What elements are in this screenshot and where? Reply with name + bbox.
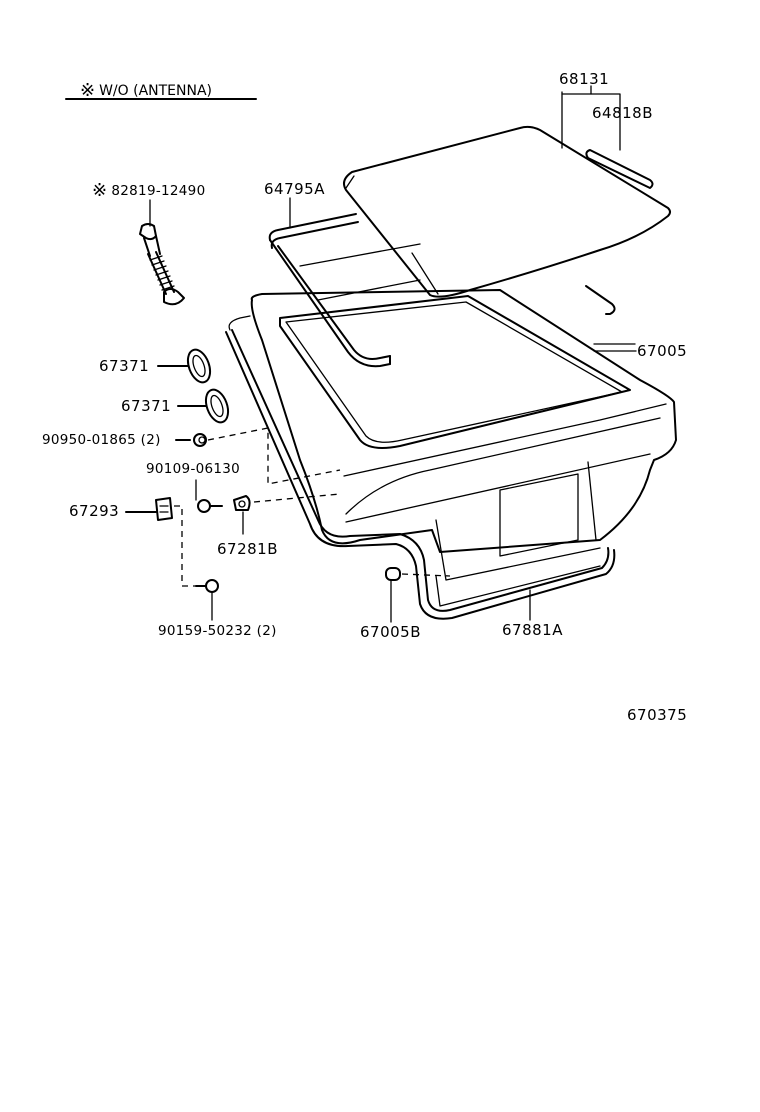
hole-plug-2-part [177,388,230,424]
back-door-panel-part [225,289,677,620]
glass-bracket [561,93,621,151]
glass-part [343,125,671,298]
illustration-id: 670375 [627,706,688,724]
callout-hole-plug-1[interactable]: 67371 [99,357,150,375]
screw-1-part [195,479,223,513]
variant-note-text: W/O (ANTENNA) [99,83,213,99]
reference-mark-icon: ※ [92,180,108,201]
callout-clip[interactable]: 67293 [69,502,120,520]
cushion-part [175,427,341,485]
callout-cushion[interactable]: 90950-01865 (2) [42,432,161,448]
callout-screw-1[interactable]: 90109-06130 [146,461,241,477]
callout-lower-weatherstrip[interactable]: 67881A [502,621,563,639]
callout-stopper[interactable]: 67281B [217,540,279,558]
variant-note: ※W/O (ANTENNA) [80,82,212,100]
stopper-part [233,493,341,535]
callout-back-door-panel[interactable]: 67005 [637,342,688,360]
screw-2-part [195,579,219,621]
reference-mark-icon: ※ [80,80,96,101]
callout-antenna[interactable]: ※82819-12490 [92,182,205,200]
callout-antenna-part: 82819-12490 [111,183,206,199]
hole-plug-1-part [157,348,212,384]
callout-screw-2[interactable]: 90159-50232 (2) [158,623,277,639]
callout-upper-weatherstrip[interactable]: 64795A [264,180,325,198]
upper-weatherstrip-part [268,197,616,368]
clip-part [125,497,196,587]
callout-glass-molding[interactable]: 64818B [592,104,654,122]
glass-molding-part [585,149,654,189]
bumper-part [385,567,451,623]
antenna-part [139,199,185,306]
callout-bumper[interactable]: 67005B [360,623,422,641]
callout-glass[interactable]: 68131 [559,70,610,88]
callout-hole-plug-2[interactable]: 67371 [121,397,172,415]
